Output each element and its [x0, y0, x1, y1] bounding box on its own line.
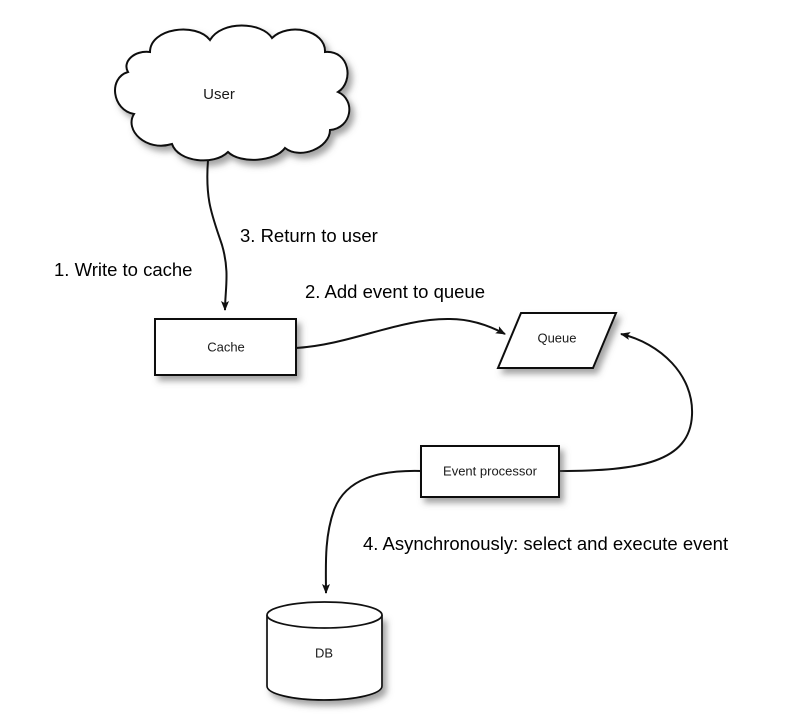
- step-label-1: 1. Write to cache: [54, 259, 192, 280]
- event-processor-shape: [420, 445, 560, 498]
- node-event-processor-label: Event processor: [443, 463, 538, 478]
- db-body-shape: [266, 615, 383, 701]
- step-label-4: 4. Asynchronously: select and execute ev…: [363, 533, 728, 554]
- node-user-label: User: [203, 86, 235, 103]
- node-event-processor[interactable]: Event processor: [420, 445, 560, 498]
- node-user[interactable]: User: [114, 24, 351, 162]
- node-cache-label: Cache: [207, 339, 245, 354]
- step-label-2: 2. Add event to queue: [305, 281, 485, 302]
- step-label-3: 3. Return to user: [240, 225, 378, 246]
- edge-processor-to-db: [321, 469, 422, 594]
- edge-processor-to-queue: [558, 332, 694, 472]
- node-db[interactable]: DB: [266, 601, 383, 701]
- cloud-shape: [114, 24, 351, 162]
- db-top-ellipse: [266, 601, 383, 629]
- node-cache[interactable]: Cache: [154, 318, 297, 376]
- edge-user-to-cache: [206, 159, 230, 311]
- node-queue-label: Queue: [537, 330, 576, 345]
- node-db-label: DB: [315, 645, 333, 660]
- queue-shape: [496, 312, 618, 369]
- node-queue[interactable]: Queue: [496, 312, 618, 369]
- edge-cache-to-queue: [295, 317, 506, 349]
